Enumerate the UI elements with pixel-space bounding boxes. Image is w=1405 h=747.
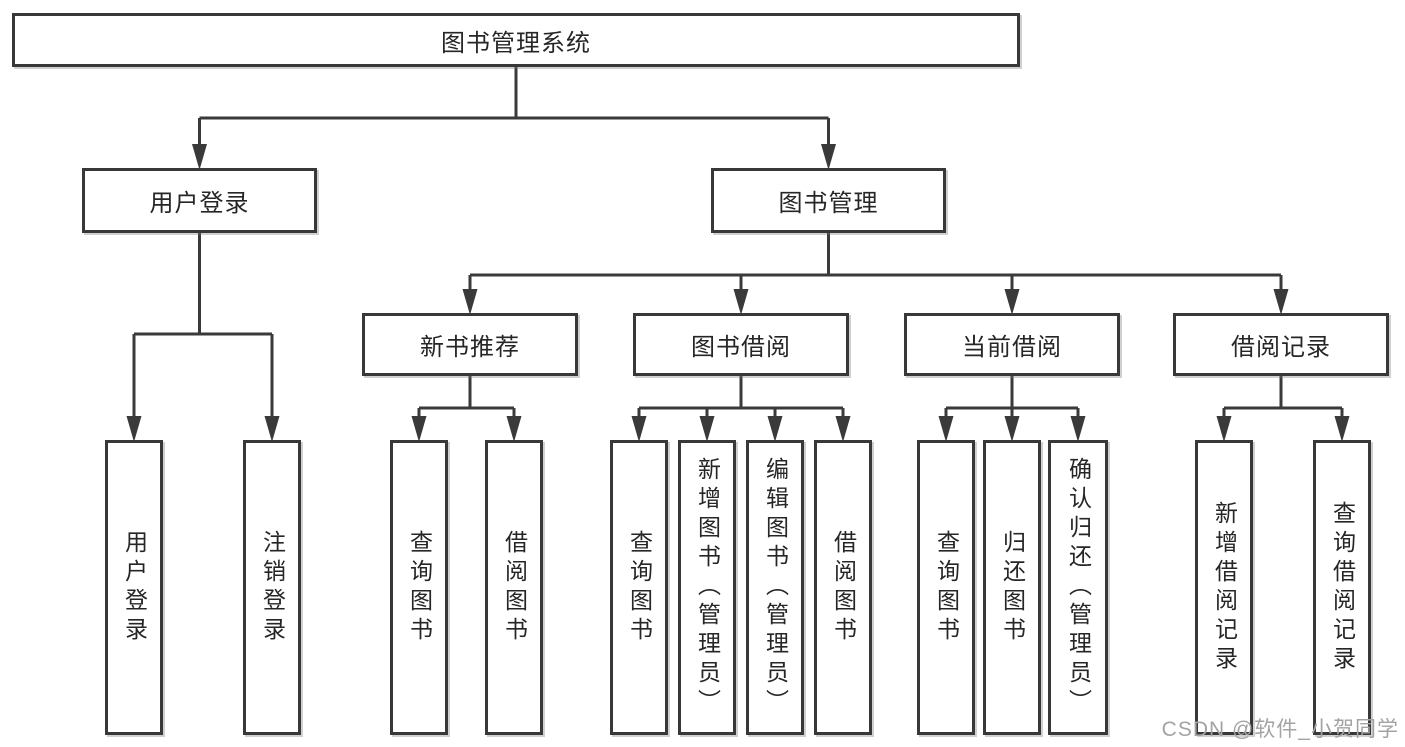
node-label-book-borrow: 图书借阅 bbox=[691, 334, 791, 361]
arrowhead-icon bbox=[1004, 289, 1020, 315]
arrowhead-icon bbox=[462, 289, 478, 315]
node-label-root: 图书管理系统 bbox=[441, 29, 591, 57]
node-label-leaf-bb-add: 新增图书（管理员） bbox=[694, 457, 721, 718]
connector-borrow-record bbox=[1222, 376, 1344, 428]
node-label-current-borrow: 当前借阅 bbox=[962, 334, 1062, 361]
node-label-leaf-cb-return: 归还图书 bbox=[999, 529, 1026, 646]
arrowhead-icon bbox=[264, 416, 280, 442]
node-label-leaf-bb-edit: 编辑图书（管理员） bbox=[762, 457, 789, 718]
arrowhead-icon bbox=[506, 416, 522, 442]
node-user-login: 用户登录 bbox=[82, 168, 317, 233]
node-borrow-record: 借阅记录 bbox=[1173, 313, 1389, 376]
arrowhead-icon bbox=[126, 416, 142, 442]
arrowhead-icon bbox=[631, 416, 647, 442]
arrowhead-icon bbox=[733, 289, 749, 315]
node-leaf-login: 用户登录 bbox=[105, 440, 163, 735]
node-label-leaf-br-query: 查询借阅记录 bbox=[1329, 500, 1356, 675]
node-leaf-logout: 注销登录 bbox=[243, 440, 301, 735]
csdn-watermark: CSDN @软件_小贺同学 bbox=[1161, 718, 1399, 741]
arrowhead-icon bbox=[1334, 416, 1350, 442]
connector-user-login bbox=[132, 233, 274, 428]
node-leaf-bb-borrow: 借阅图书 bbox=[814, 440, 872, 735]
node-label-leaf-bb-borrow: 借阅图书 bbox=[830, 529, 857, 646]
node-leaf-nb-query: 查询图书 bbox=[390, 440, 448, 735]
node-leaf-bb-add: 新增图书（管理员） bbox=[678, 440, 736, 735]
node-label-leaf-cb-confirm: 确认归还（管理员） bbox=[1065, 457, 1092, 718]
node-label-user-login: 用户登录 bbox=[149, 190, 250, 217]
node-current-borrow: 当前借阅 bbox=[904, 313, 1120, 376]
node-book-mgmt: 图书管理 bbox=[711, 168, 946, 233]
node-label-borrow-record: 借阅记录 bbox=[1231, 334, 1331, 361]
node-leaf-cb-return: 归还图书 bbox=[983, 440, 1041, 735]
arrowhead-icon bbox=[767, 416, 783, 442]
node-label-leaf-bb-query: 查询图书 bbox=[626, 529, 653, 646]
node-label-leaf-br-add: 新增借阅记录 bbox=[1211, 500, 1238, 675]
node-label-leaf-nb-borrow: 借阅图书 bbox=[501, 529, 528, 646]
arrowhead-icon bbox=[192, 144, 207, 170]
node-book-borrow: 图书借阅 bbox=[633, 313, 849, 376]
node-label-leaf-login: 用户登录 bbox=[121, 529, 148, 646]
arrowhead-icon bbox=[821, 144, 836, 170]
arrowhead-icon bbox=[411, 416, 427, 442]
arrowhead-icon bbox=[699, 416, 715, 442]
node-label-book-mgmt: 图书管理 bbox=[778, 190, 879, 217]
node-root: 图书管理系统 bbox=[12, 13, 1020, 67]
node-label-leaf-logout: 注销登录 bbox=[259, 529, 286, 646]
node-leaf-nb-borrow: 借阅图书 bbox=[485, 440, 543, 735]
node-label-new-book: 新书推荐 bbox=[420, 334, 520, 361]
node-leaf-bb-edit: 编辑图书（管理员） bbox=[746, 440, 804, 735]
arrowhead-icon bbox=[1216, 416, 1232, 442]
arrowhead-icon bbox=[1273, 289, 1289, 315]
connector-root bbox=[198, 67, 830, 156]
node-label-leaf-cb-query: 查询图书 bbox=[933, 529, 960, 646]
node-leaf-cb-confirm: 确认归还（管理员） bbox=[1048, 440, 1108, 735]
arrowhead-icon bbox=[1070, 416, 1086, 442]
arrowhead-icon bbox=[835, 416, 851, 442]
node-leaf-cb-query: 查询图书 bbox=[917, 440, 975, 735]
node-leaf-br-add: 新增借阅记录 bbox=[1195, 440, 1253, 735]
node-new-book: 新书推荐 bbox=[362, 313, 578, 376]
arrowhead-icon bbox=[938, 416, 954, 442]
connector-book-mgmt bbox=[468, 233, 1283, 301]
node-leaf-bb-query: 查询图书 bbox=[610, 440, 668, 735]
node-leaf-br-query: 查询借阅记录 bbox=[1313, 440, 1371, 735]
node-label-leaf-nb-query: 查询图书 bbox=[406, 529, 433, 646]
arrowhead-icon bbox=[1004, 416, 1020, 442]
connector-new-book bbox=[417, 376, 516, 428]
